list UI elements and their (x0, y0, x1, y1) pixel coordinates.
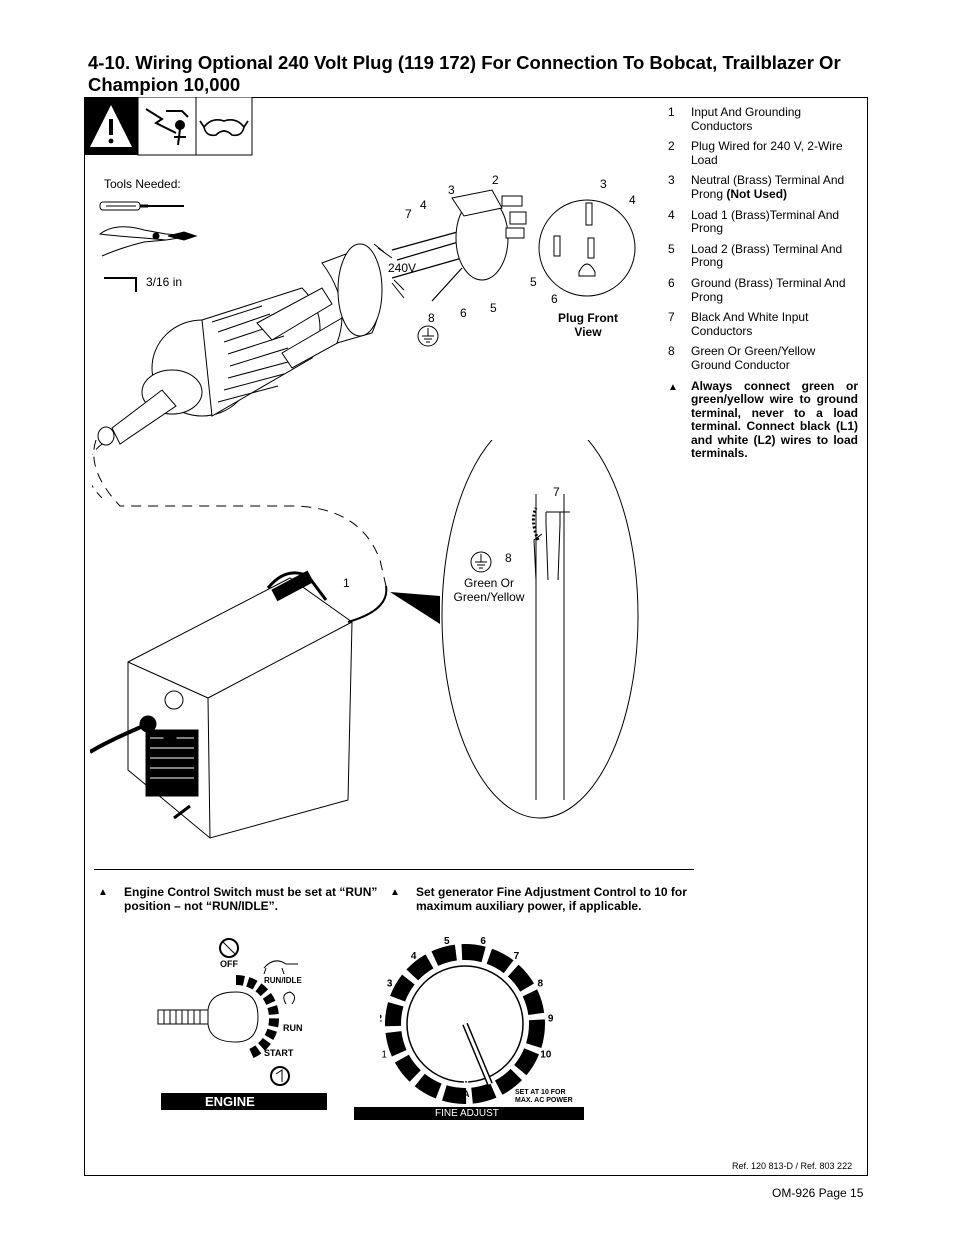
dial-number-label: 10 (540, 1049, 552, 1060)
safety-glasses-icon (199, 119, 249, 137)
fine-adjust-dial: 1 2 3 4 5 6 7 8 9 10 (380, 936, 554, 1104)
cord-detail (531, 494, 570, 800)
dial-a-label: A (463, 1089, 470, 1099)
diagram-callout: 3 (448, 183, 455, 197)
engine-banner: ENGINE (161, 1093, 327, 1110)
diagram-callout: 8 (505, 551, 512, 565)
page-number: OM-926 Page 15 (772, 1186, 864, 1200)
engine-note: ▲Engine Control Switch must be set at “R… (98, 885, 378, 913)
fine-adjust-banner: FINE ADJUST (354, 1107, 584, 1120)
diagram-callout: 1 (343, 576, 350, 590)
welder-connection-diagram (90, 440, 639, 839)
welder-unit (90, 570, 353, 839)
diagram-callout: 4 (420, 198, 427, 212)
dial-v-label: V (463, 1078, 470, 1088)
tools-heading: Tools Needed: (104, 177, 181, 191)
page-title: 4-10. Wiring Optional 240 Volt Plug (119… (88, 52, 841, 95)
turtle-icon (263, 960, 298, 975)
tools-illustration (98, 201, 198, 292)
diagram-callout: 5 (530, 275, 537, 289)
plug-housing (321, 243, 383, 344)
diagram-callout: 6 (551, 292, 558, 306)
diagram-callout: 5 (490, 301, 497, 315)
screwdriver-icon (99, 201, 184, 211)
plug-body (451, 189, 527, 281)
warning-bullet-icon: ▲ (390, 887, 400, 898)
dial-number-label: 2 (380, 1013, 383, 1024)
ignition-key-icon (157, 991, 259, 1043)
diagram-callout: 3 (600, 177, 607, 191)
diagram-callout: 7 (405, 207, 412, 221)
dial-number-label: 1 (381, 1049, 387, 1060)
content-frame (84, 97, 868, 1176)
switch-off-label: OFF (220, 959, 238, 969)
divider (94, 869, 694, 870)
dial-number-label: 9 (548, 1013, 554, 1024)
wrench-size-label: 3/16 in (146, 275, 183, 289)
ground-symbol-icon (417, 325, 439, 347)
dial-number-label: 8 (538, 979, 544, 990)
rabbit-icon (283, 991, 296, 1005)
warning-bullet-icon: ▲ (668, 381, 678, 393)
diagram-callout: 7 (553, 485, 560, 499)
dial-number-label: 3 (387, 979, 393, 990)
warning-bullet-icon: ▲ (98, 887, 108, 898)
reference-number: Ref. 120 813-D / Ref. 803 222 (732, 1161, 853, 1171)
off-icon (219, 938, 239, 958)
diagram-callout: 2 (492, 173, 499, 187)
plug-exploded-diagram (92, 189, 636, 498)
dial-number-label: 6 (480, 936, 486, 947)
diagram-callout: 4 (629, 193, 636, 207)
dial-number-label: 7 (514, 951, 520, 962)
ground-symbol-icon (470, 551, 492, 573)
plug-front-view (538, 199, 636, 297)
allen-wrench-icon (104, 277, 137, 292)
diagram-callout: 8 (428, 311, 435, 325)
switch-start-label: START (264, 1048, 294, 1058)
engine-switch-diagram (157, 938, 298, 1086)
fine-adjust-note: ▲Set generator Fine Adjustment Control t… (390, 885, 687, 913)
dial-number-label: 5 (444, 936, 450, 947)
dial-set-note: SET AT 10 FOR MAX. AC POWER (515, 1089, 573, 1104)
switch-run-label: RUN (283, 1023, 303, 1033)
wire-stripper-icon (98, 226, 198, 257)
electric-shock-icon (145, 108, 189, 146)
voltage-label: 240V (388, 261, 417, 275)
start-icon (270, 1066, 290, 1086)
dial-number-label: 4 (411, 951, 417, 962)
legend-warning: ▲Always connect green or green/yellow wi… (668, 378, 858, 461)
switch-run-idle-label: RUN/IDLE (264, 976, 302, 985)
plug-front-view-label: Plug Front View (558, 311, 618, 339)
green-wire-label: Green Or Green/Yellow (453, 576, 525, 604)
safety-icons (84, 96, 254, 162)
diagram-callout: 6 (460, 306, 467, 320)
